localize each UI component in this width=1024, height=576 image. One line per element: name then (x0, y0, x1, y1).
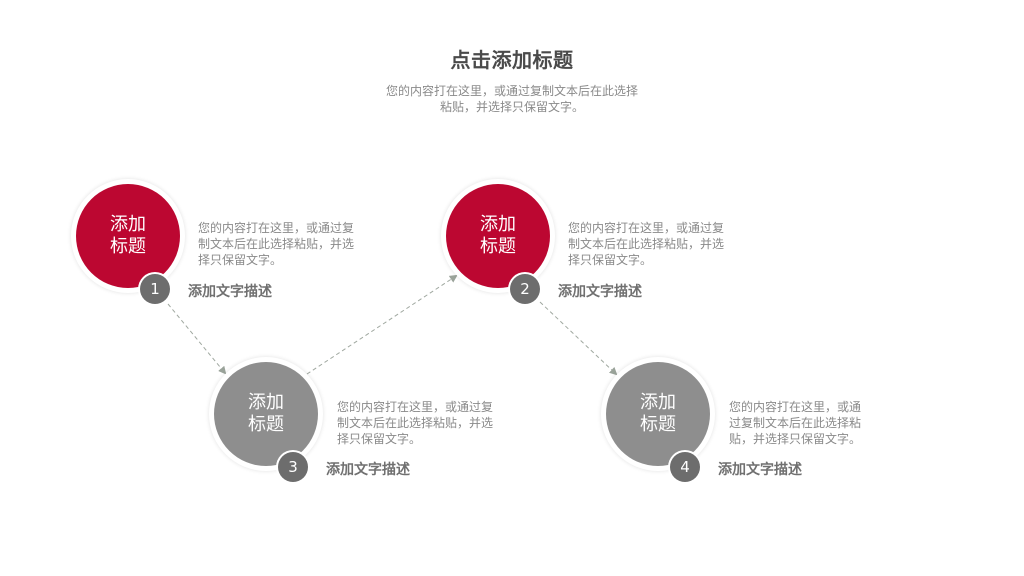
step-3-description-line: 制文本后在此选择粘贴，并选 (337, 416, 494, 430)
step-1-description-line: 您的内容打在这里，或通过复 (198, 221, 355, 235)
step-4-description-line: 贴，并选择只保留文字。 (729, 432, 862, 446)
subtitle-line: 粘贴，并选择只保留文字。 (439, 100, 584, 114)
step-3-description: 您的内容打在这里，或通过复 制文本后在此选择粘贴，并选 择只保留文字。 (337, 399, 509, 447)
step-3-circle-text: 添加 (248, 392, 284, 413)
step-4-circle-text: 标题 (640, 414, 676, 435)
step-4-number-badge: 4 (670, 452, 700, 482)
step-3-circle: 添加 标题 (214, 362, 318, 466)
connector-2-to-4 (539, 301, 618, 376)
step-4-description-line: 过复制文本后在此选择粘 (729, 416, 862, 430)
connector-1-to-3 (167, 303, 227, 375)
step-4-circle-text: 添加 (640, 392, 676, 413)
page-title: 点击添加标题 (450, 48, 574, 72)
step-1-description-line: 制文本后在此选择粘贴，并选 (198, 237, 355, 251)
step-2-circle-text: 标题 (480, 236, 516, 257)
step-2-circle: 添加 标题 (446, 184, 550, 288)
step-2-label: 添加文字描述 (558, 284, 642, 300)
step-1-number-badge: 1 (140, 274, 170, 304)
page-subtitle: 您的内容打在这里，或通过复制文本后在此选择 粘贴，并选择只保留文字。 (362, 83, 662, 115)
step-3-label: 添加文字描述 (326, 462, 410, 478)
step-1-label: 添加文字描述 (188, 284, 272, 300)
step-2-number-badge: 2 (510, 274, 540, 304)
step-1-description-line: 择只保留文字。 (198, 253, 283, 267)
step-1-description: 您的内容打在这里，或通过复 制文本后在此选择粘贴，并选 择只保留文字。 (198, 220, 370, 268)
connector-3-to-2 (306, 274, 458, 375)
step-2-description-line: 您的内容打在这里，或通过复 (568, 221, 725, 235)
step-3-description-line: 您的内容打在这里，或通过复 (337, 400, 494, 414)
step-2-description-line: 制文本后在此选择粘贴，并选 (568, 237, 725, 251)
step-1-circle: 添加 标题 (76, 184, 180, 288)
step-3-circle-text: 标题 (248, 414, 284, 435)
step-2-description-line: 择只保留文字。 (568, 253, 653, 267)
subtitle-line: 您的内容打在这里，或通过复制文本后在此选择 (385, 84, 638, 98)
step-2-description: 您的内容打在这里，或通过复 制文本后在此选择粘贴，并选 择只保留文字。 (568, 220, 740, 268)
step-2-circle-text: 添加 (480, 214, 516, 235)
step-4-label: 添加文字描述 (718, 462, 802, 478)
step-3-description-line: 择只保留文字。 (337, 432, 422, 446)
step-4-description-line: 您的内容打在这里，或通 (729, 400, 862, 414)
step-1-circle-text: 添加 (110, 214, 146, 235)
step-4-circle: 添加 标题 (606, 362, 710, 466)
step-3-number-badge: 3 (278, 452, 308, 482)
step-4-description: 您的内容打在这里，或通 过复制文本后在此选择粘 贴，并选择只保留文字。 (729, 399, 901, 447)
step-1-circle-text: 标题 (110, 236, 146, 257)
